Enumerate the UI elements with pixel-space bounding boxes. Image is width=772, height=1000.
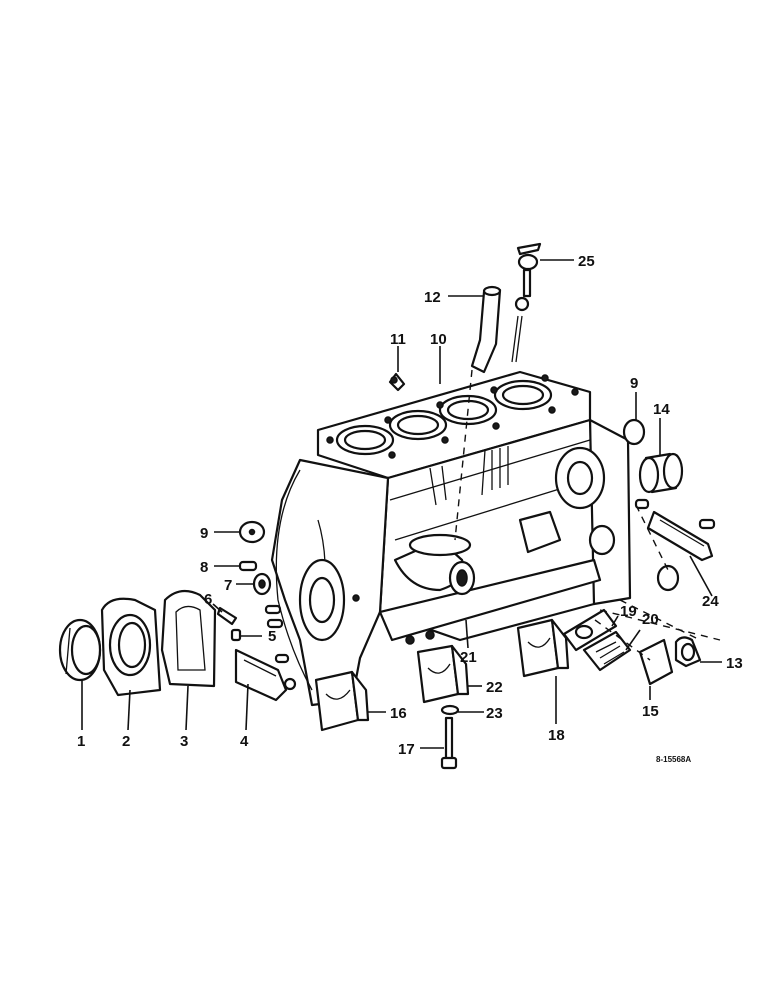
callout-9-right: 9 (630, 375, 638, 392)
callout-11: 11 (390, 331, 406, 348)
callout-7: 7 (224, 577, 232, 594)
part-17-bolt (440, 716, 458, 770)
callout-10: 10 (430, 331, 447, 348)
callout-18: 18 (548, 727, 565, 744)
leader-lines (81, 259, 722, 749)
callout-21: 21 (460, 649, 477, 666)
alignment-lines (594, 504, 721, 661)
callout-20: 20 (642, 611, 659, 628)
callout-19: 19 (620, 603, 637, 620)
part-16-bearing-cap (314, 670, 370, 732)
callout-2: 2 (122, 733, 130, 750)
callout-14: 14 (653, 401, 670, 418)
callout-3: 3 (180, 733, 188, 750)
part-3-gasket (160, 589, 217, 688)
part-6-pin (216, 606, 238, 626)
part-24-bracket (634, 498, 716, 562)
callout-1: 1 (77, 733, 85, 750)
drawing-reference-number: 8-15568A (656, 755, 691, 764)
part-1-seal-ring (58, 618, 102, 682)
callout-4: 4 (240, 733, 249, 750)
cylinder-block (270, 370, 632, 707)
part-8-plug (238, 560, 258, 572)
callout-9-left: 9 (200, 525, 208, 542)
callout-25: 25 (578, 253, 595, 270)
part-11-stud (388, 372, 406, 392)
part-20-cover-plate (582, 630, 632, 672)
small-plugs (264, 604, 290, 664)
part-13-gasket (674, 636, 702, 668)
callout-8: 8 (200, 559, 208, 576)
part-5-dowel (230, 628, 242, 642)
part-12-tube (454, 285, 502, 541)
part-9-expansion-plug-left (238, 520, 266, 544)
part-25-dipstick (511, 242, 542, 363)
callout-15: 15 (642, 703, 659, 720)
part-9-expansion-plug-right (622, 418, 646, 446)
callout-24: 24 (702, 593, 719, 610)
callout-labels: 1 2 3 4 5 6 7 8 9 9 10 11 12 13 14 15 16… (77, 253, 743, 758)
part-14-bushing (638, 452, 684, 494)
part-24-plug (656, 564, 680, 592)
part-7-washer (252, 572, 272, 596)
callout-5: 5 (268, 628, 276, 645)
callout-22: 22 (486, 679, 503, 696)
part-2-seal-retainer (100, 597, 162, 697)
deck-bolt-holes (326, 374, 579, 459)
callout-6: 6 (204, 591, 212, 608)
part-22-bearing-cap (416, 644, 470, 704)
part-19-gasket (562, 608, 618, 652)
part-15-cover (638, 638, 674, 686)
callout-16: 16 (390, 705, 407, 722)
part-23-washer (440, 704, 460, 716)
callout-23: 23 (486, 705, 503, 722)
part-18-bearing-cap (516, 618, 570, 678)
callout-17: 17 (398, 741, 415, 758)
callout-13: 13 (726, 655, 743, 672)
callout-12: 12 (424, 289, 441, 306)
